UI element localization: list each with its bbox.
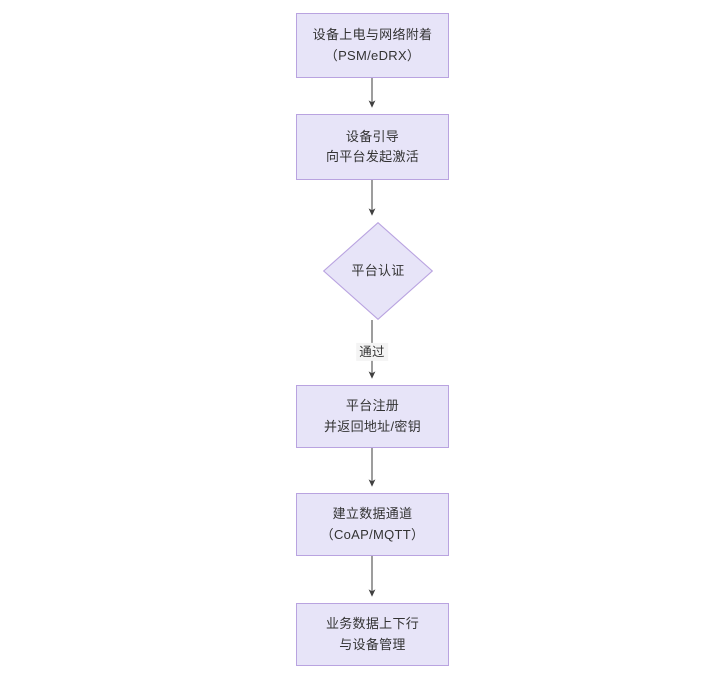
node-label-line: 平台注册 <box>345 398 400 414</box>
node-label-line: 业务数据上下行 <box>325 616 420 632</box>
node-label-line: 并返回地址/密钥 <box>323 418 421 434</box>
node-establish-data-channel[interactable]: 建立数据通道 （CoAP/MQTT） <box>296 493 449 556</box>
node-label-line: 建立数据通道 <box>332 506 413 522</box>
node-device-bootstrap[interactable]: 设备引导 向平台发起激活 <box>296 114 449 180</box>
node-label-line: 设备引导 <box>345 128 400 144</box>
node-label-line: 平台认证 <box>351 262 405 278</box>
edge-label-pass: 通过 <box>356 342 388 362</box>
node-platform-registration[interactable]: 平台注册 并返回地址/密钥 <box>296 385 449 448</box>
node-platform-authentication[interactable]: 平台认证 <box>323 222 433 320</box>
node-label-line: 向平台发起激活 <box>325 149 420 164</box>
node-label-line: （PSM/eDRX） <box>324 47 421 63</box>
node-label-line: 与设备管理 <box>339 636 406 652</box>
node-business-data-and-device-management[interactable]: 业务数据上下行 与设备管理 <box>296 603 449 666</box>
node-device-power-on[interactable]: 设备上电与网络附着 （PSM/eDRX） <box>296 13 449 78</box>
node-label-line: （CoAP/MQTT） <box>320 526 425 542</box>
node-label-line: 设备上电与网络附着 <box>312 27 433 43</box>
diamond-shape-icon <box>323 222 433 320</box>
